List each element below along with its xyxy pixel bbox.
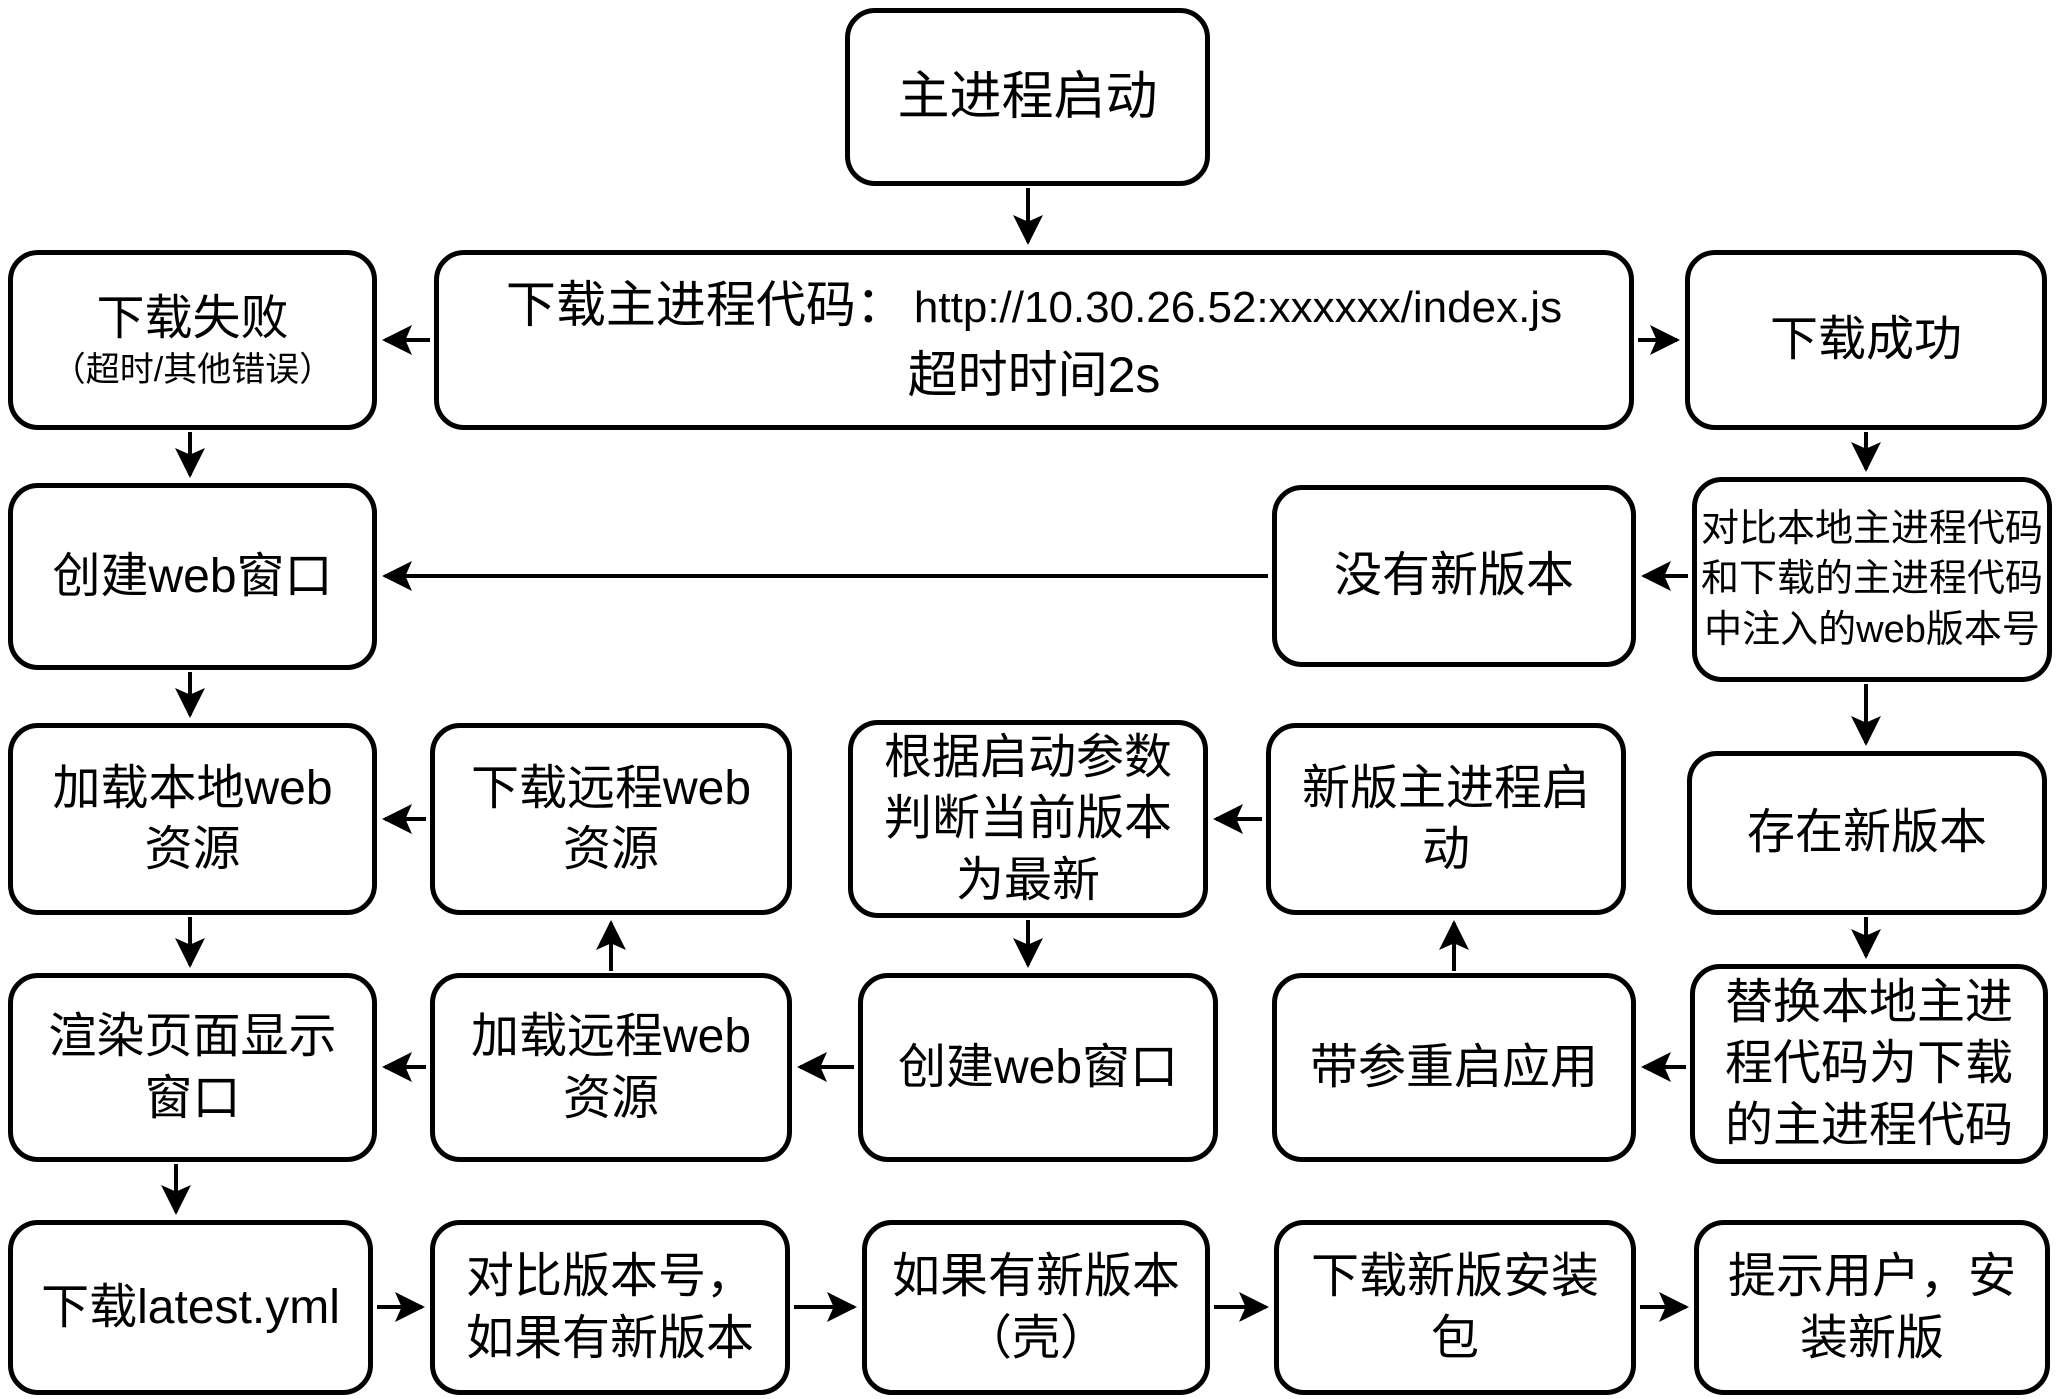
node-judge-latest-by-args-label: 根据启动参数 判断当前版本 为最新	[883, 730, 1172, 907]
node-download-latest-yml: 下载latest.yml	[8, 1220, 373, 1395]
node-create-web-window-1: 创建web窗口	[8, 483, 377, 670]
node-judge-latest-by-args: 根据启动参数 判断当前版本 为最新	[848, 720, 1208, 918]
node-compare-injected-version: 对比本地主进程代码 和下载的主进程代码 中注入的web版本号	[1692, 477, 2052, 682]
node-new-main-start-label: 新版主进程启 动	[1301, 761, 1590, 876]
node-prompt-user-install: 提示用户，安 装新版	[1694, 1220, 2050, 1395]
node-compare-injected-version-label: 对比本地主进程代码 和下载的主进程代码 中注入的web版本号	[1701, 508, 2044, 651]
node-if-new-version-shell: 如果有新版本 （壳）	[862, 1220, 1210, 1395]
node-load-remote-web: 加载远程web 资源	[430, 973, 792, 1162]
node-create-web-window-1-label: 创建web窗口	[52, 549, 333, 603]
node-download-fail-sublabel: （超时/其他错误）	[51, 351, 334, 390]
node-exists-new-version: 存在新版本	[1687, 751, 2047, 915]
node-download-success: 下载成功	[1685, 250, 2047, 430]
node-download-latest-yml-label: 下载latest.yml	[41, 1280, 340, 1334]
node-if-new-version-shell-label: 如果有新版本 （壳）	[891, 1250, 1180, 1365]
node-download-main-code: 下载主进程代码： http://10.30.26.52:xxxxxx/index…	[434, 250, 1634, 430]
node-exists-new-version-label: 存在新版本	[1746, 806, 1987, 860]
node-compare-version-number: 对比版本号， 如果有新版本	[430, 1220, 790, 1395]
node-download-main-code-timeout: 超时时间2s	[907, 347, 1161, 403]
node-load-local-web-label: 加载本地web 资源	[52, 761, 333, 876]
node-new-main-start: 新版主进程启 动	[1266, 723, 1626, 915]
node-no-new-version: 没有新版本	[1272, 485, 1636, 667]
node-render-page-window-label: 渲染页面显示 窗口	[48, 1010, 337, 1125]
node-restart-with-args-label: 带参重启应用	[1309, 1040, 1598, 1094]
node-start: 主进程启动	[845, 8, 1210, 186]
node-replace-local-main-code-label: 替换本地主进 程代码为下载 的主进程代码	[1724, 975, 2013, 1152]
node-download-fail: 下载失败 （超时/其他错误）	[8, 250, 377, 430]
node-download-new-installer: 下载新版安装 包	[1274, 1220, 1636, 1395]
node-prompt-user-install-label: 提示用户，安 装新版	[1727, 1250, 2016, 1365]
node-download-success-label: 下载成功	[1769, 313, 1962, 367]
node-replace-local-main-code: 替换本地主进 程代码为下载 的主进程代码	[1690, 964, 2048, 1164]
node-create-web-window-2-label: 创建web窗口	[897, 1040, 1179, 1094]
node-load-remote-web-label: 加载远程web 资源	[470, 1010, 752, 1125]
node-download-new-installer-label: 下载新版安装 包	[1310, 1250, 1599, 1365]
node-download-fail-label: 下载失败	[96, 292, 289, 346]
node-restart-with-args: 带参重启应用	[1272, 973, 1636, 1162]
node-download-main-code-url: http://10.30.26.52:xxxxxx/index.js	[913, 283, 1563, 332]
node-download-remote-web: 下载远程web 资源	[430, 723, 792, 915]
node-render-page-window: 渲染页面显示 窗口	[8, 973, 377, 1162]
node-create-web-window-2: 创建web窗口	[858, 973, 1218, 1162]
node-start-label: 主进程启动	[897, 67, 1158, 126]
node-download-main-code-line1: 下载主进程代码： http://10.30.26.52:xxxxxx/index…	[506, 273, 1562, 337]
node-download-remote-web-label: 下载远程web 资源	[470, 761, 752, 876]
node-no-new-version-label: 没有新版本	[1333, 549, 1574, 603]
node-download-main-code-label: 下载主进程代码：	[505, 277, 906, 333]
node-load-local-web: 加载本地web 资源	[8, 723, 377, 915]
node-compare-version-number-label: 对比版本号， 如果有新版本	[465, 1250, 754, 1365]
